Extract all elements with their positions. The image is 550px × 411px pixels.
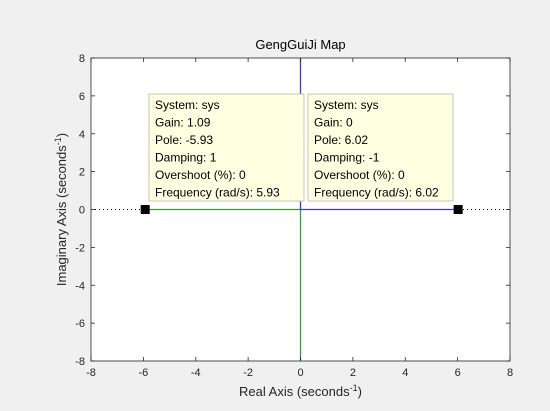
datatip-box [307,93,454,202]
y-tick-label: 6 [79,91,85,103]
x-axis-title-main: Real Axis (seconds [239,384,350,399]
x-tick-label: 8 [507,367,513,379]
x-tick-label: -6 [138,367,148,379]
y-tick-label: 8 [79,53,85,65]
x-axis-title: Real Axis (seconds-1) [239,383,362,399]
datatip-line: Overshoot (%): 0 [155,168,246,182]
datatip-line: Frequency (rad/s): 6.02 [314,186,439,200]
chart-title: GengGuiJi Map [255,37,345,52]
y-axis-title-main: Imaginary Axis (seconds [54,145,69,286]
x-tick-label: 6 [455,367,461,379]
x-axis-title-close: ) [358,384,362,399]
y-axis-title-close: ) [54,133,69,137]
datatip-line: System: sys [155,98,220,112]
x-axis-title-exponent: -1 [350,383,358,393]
pole-marker-1 [140,205,150,214]
pole-marker-2 [453,205,463,214]
datatip-line: Frequency (rad/s): 5.93 [155,186,280,200]
y-tick-label: 4 [79,129,85,141]
x-tick-label: 2 [350,367,356,379]
ticks: -8 -6 -4 -2 0 2 4 6 8 -8 -6 -4 -2 0 2 4 6 8 [75,53,513,379]
y-tick-label: -4 [75,280,85,292]
y-tick-label: 0 [79,205,85,217]
y-axis-title: Imaginary Axis (seconds-1) [53,133,69,286]
datatip-line: Overshoot (%): 0 [314,168,405,182]
datatip-line: Gain: 1.09 [155,116,211,130]
x-tick-label: -8 [86,367,96,379]
datatip-line: System: sys [314,98,379,112]
datatip-line: Gain: 0 [314,116,353,130]
x-tick-label: 0 [297,367,303,379]
datatip-line: Pole: 6.02 [314,133,368,147]
x-tick-label: -4 [191,367,201,379]
y-tick-label: 2 [79,167,85,179]
datatip-box [148,93,305,202]
x-tick-label: -2 [243,367,253,379]
datatip-line: Pole: -5.93 [155,133,213,147]
datatip-line: Damping: 1 [155,151,217,165]
y-tick-label: -6 [75,318,85,330]
y-tick-label: -8 [75,356,85,368]
y-tick-label: -2 [75,242,85,254]
y-axis-title-exponent: -1 [53,137,63,145]
x-tick-label: 4 [402,367,408,379]
datatip-line: Damping: -1 [314,151,380,165]
